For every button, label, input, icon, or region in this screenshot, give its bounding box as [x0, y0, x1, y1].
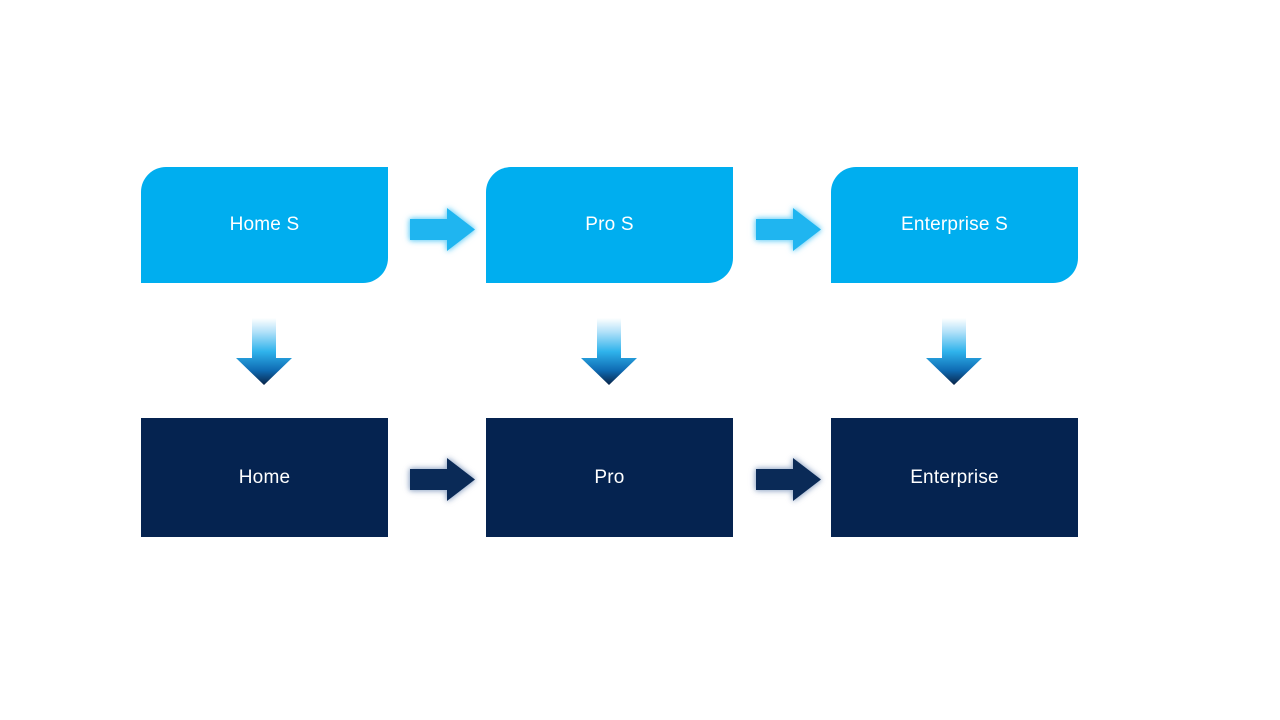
- node-label: Enterprise S: [901, 214, 1008, 235]
- arrow-right-icon: [410, 458, 475, 501]
- node-label: Home S: [229, 214, 300, 235]
- node-label: Home: [238, 466, 291, 488]
- arrow-down-icon: [581, 318, 637, 385]
- node-home: Home: [141, 418, 388, 537]
- arrow-right-icon: [756, 458, 821, 501]
- arrow-down-icon: [236, 318, 292, 385]
- arrow-right-icon: [756, 208, 821, 251]
- node-pro: Pro: [486, 418, 733, 537]
- node-enterprise-s: Enterprise S: [831, 167, 1078, 283]
- node-pro-s: Pro S: [486, 167, 733, 283]
- arrow-down-icon: [926, 318, 982, 385]
- node-label: Pro S: [585, 214, 634, 235]
- node-home-s: Home S: [141, 167, 388, 283]
- node-label: Pro: [594, 466, 625, 488]
- node-label: Enterprise: [910, 466, 999, 488]
- node-enterprise: Enterprise: [831, 418, 1078, 537]
- arrow-right-icon: [410, 208, 475, 251]
